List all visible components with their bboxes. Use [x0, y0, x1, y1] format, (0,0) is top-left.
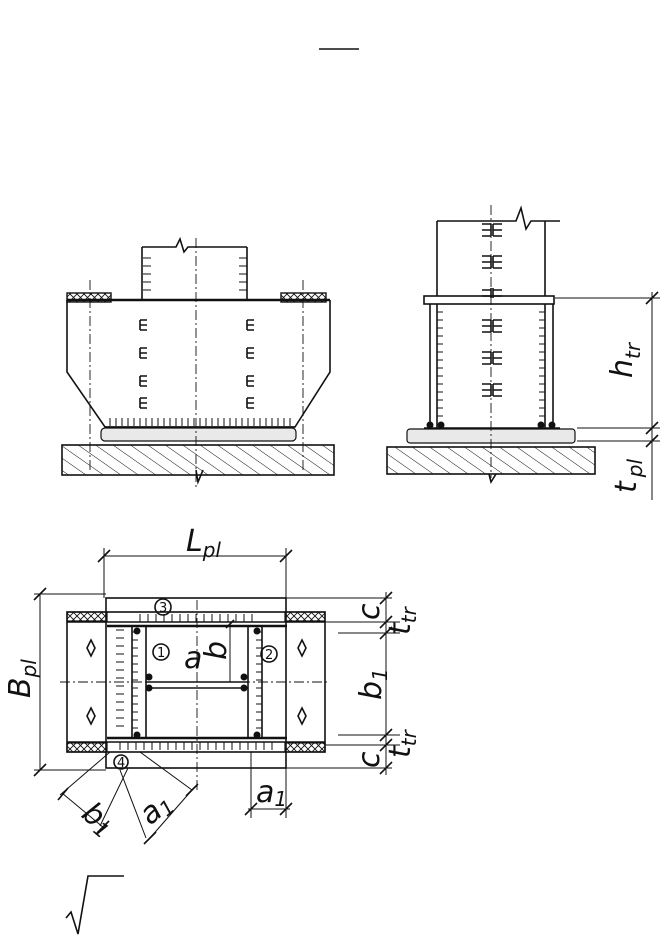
marker-3: 3	[155, 599, 171, 616]
base-plate-front	[101, 428, 296, 441]
column-stub-welds	[143, 258, 247, 290]
svg-text:2: 2	[265, 648, 273, 663]
right-end-plate	[281, 293, 326, 302]
l-pl-label: Lpl	[186, 524, 221, 562]
t-pl-label: tpl	[609, 459, 647, 493]
b1-label: b1	[354, 668, 392, 700]
b-pl-label: Bpl	[3, 659, 41, 698]
c-bottom-label: c	[352, 751, 387, 768]
svg-text:4: 4	[117, 756, 125, 771]
a1-bottom-label: a1	[133, 785, 180, 833]
h-tr-label: htr	[605, 341, 645, 378]
svg-text:3: 3	[159, 601, 167, 616]
side-elevation-view: htr tpl	[387, 205, 660, 500]
stiffener-weld-marks	[140, 320, 254, 408]
radical-sign	[66, 876, 124, 934]
marker-1: 1	[153, 644, 169, 661]
marker-2: 2	[261, 646, 277, 663]
left-end-plate	[67, 293, 111, 302]
stiffener-symbols	[482, 224, 502, 396]
a1-right-label: a1	[256, 775, 287, 811]
foundation-front	[62, 445, 334, 475]
c-top-label: c	[352, 603, 387, 620]
svg-text:1: 1	[157, 646, 165, 661]
plan-view: Lpl	[3, 524, 421, 844]
front-elevation-view	[62, 238, 334, 490]
traverse-top-flange	[424, 296, 554, 304]
b1-bottom-label: b1	[74, 795, 121, 843]
b-label: b	[199, 641, 234, 660]
